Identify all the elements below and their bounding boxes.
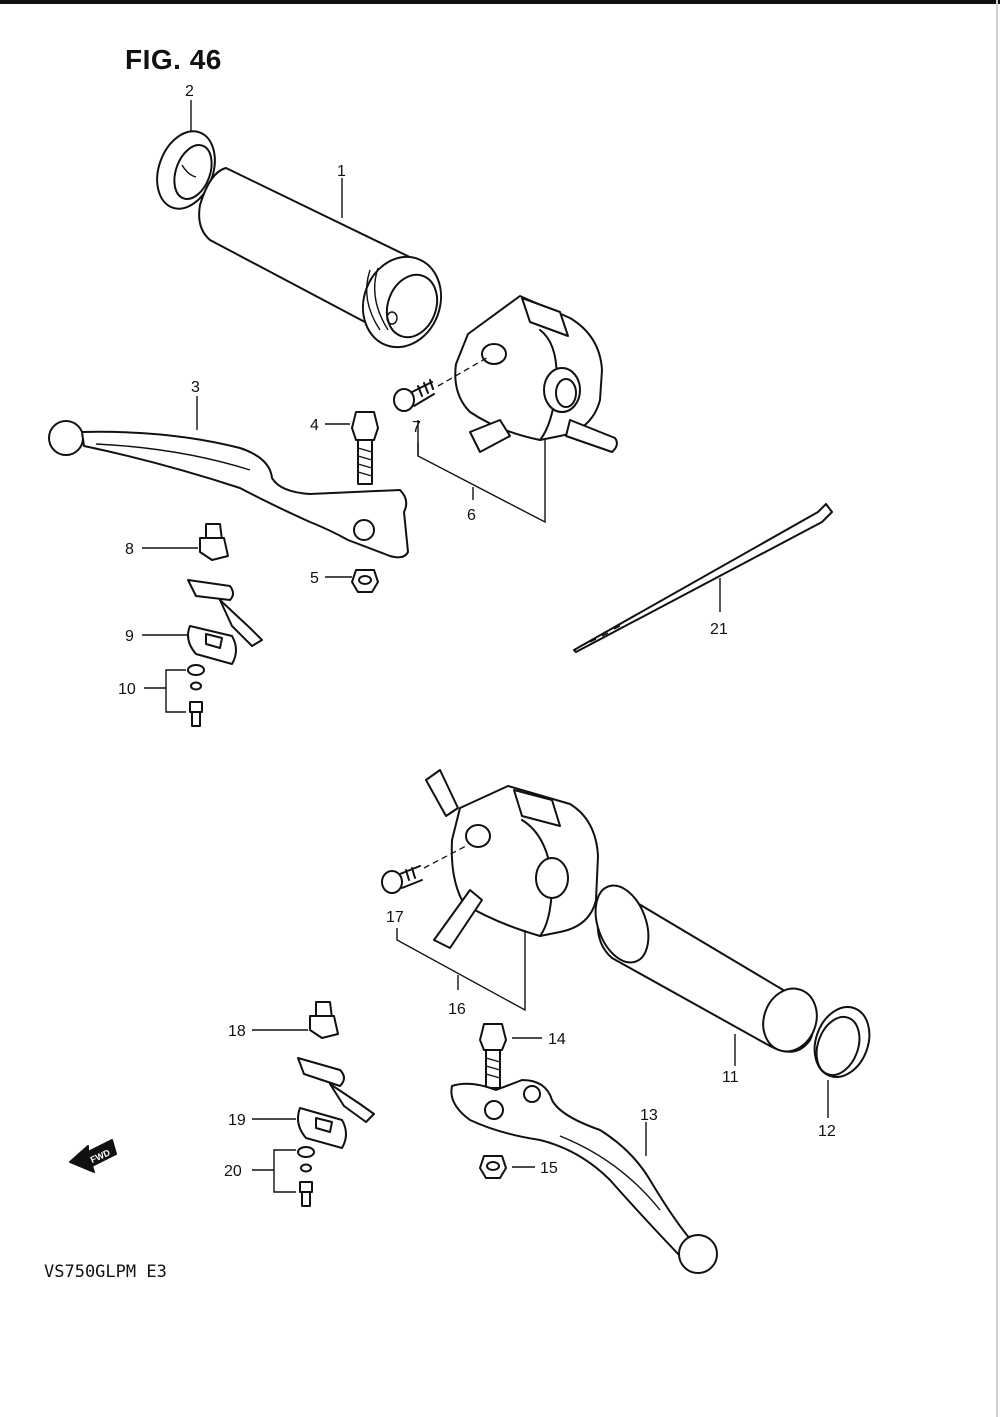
part-19-lever-holder: [297, 1057, 375, 1149]
part-9-lever-holder: [187, 579, 263, 665]
part-17-screw: [381, 845, 467, 894]
part-6-left-switch-housing: [454, 295, 618, 453]
figure-title: FIG. 46: [125, 44, 222, 75]
callout-5: 5: [310, 570, 319, 587]
callout-7: 7: [412, 419, 421, 436]
top-border-line: [0, 0, 1000, 4]
callout-8: 8: [125, 541, 134, 558]
part-8-clutch-switch: [199, 523, 229, 561]
part-3-clutch-lever: [48, 420, 409, 559]
part-10-screw-washer-set: [187, 664, 205, 727]
part-21-cable-tie: [573, 503, 833, 653]
part-16-right-switch-housing: [425, 769, 599, 949]
callout-16: 16: [448, 1001, 466, 1018]
callout-3: 3: [191, 379, 200, 396]
callout-17: 17: [386, 909, 404, 926]
callout-20: 20: [224, 1163, 242, 1180]
callout-11: 11: [722, 1069, 739, 1086]
callout-10: 10: [118, 681, 136, 698]
part-1-left-grip: [198, 167, 443, 349]
callout-18: 18: [228, 1023, 246, 1040]
callout-15: 15: [540, 1160, 558, 1177]
right-border-line: [996, 0, 998, 1417]
callout-6: 6: [467, 507, 476, 524]
part-12-grip-end-cap: [813, 1006, 871, 1078]
part-4-lever-bolt: [351, 411, 379, 485]
part-20-screw-washer-set: [297, 1146, 315, 1207]
part-13-brake-lever: [450, 1079, 718, 1274]
callout-14: 14: [548, 1031, 566, 1048]
part-7-screw: [393, 355, 491, 412]
callout-2: 2: [185, 83, 194, 100]
part-5-lever-nut: [351, 569, 379, 593]
callout-numbers: 2 1 3 4 7 6 8 5 9 10 21 17 16 18 14 11 1…: [118, 83, 836, 1180]
callout-4: 4: [310, 417, 319, 434]
part-18-brake-switch: [309, 1001, 339, 1039]
callout-21: 21: [710, 621, 728, 638]
part-15-lever-nut: [479, 1155, 507, 1179]
forward-direction-arrow: FWD: [69, 1139, 117, 1173]
part-2-grip-end-ring: [156, 130, 216, 210]
callout-9: 9: [125, 628, 134, 645]
callout-19: 19: [228, 1112, 246, 1129]
callout-13: 13: [640, 1107, 658, 1124]
callout-12: 12: [818, 1123, 836, 1140]
leader-lines: [142, 100, 829, 1193]
part-14-lever-bolt: [479, 1023, 507, 1089]
callout-1: 1: [337, 163, 346, 180]
model-code: VS750GLPM E3: [44, 1262, 167, 1282]
part-11-right-grip: [594, 884, 818, 1053]
